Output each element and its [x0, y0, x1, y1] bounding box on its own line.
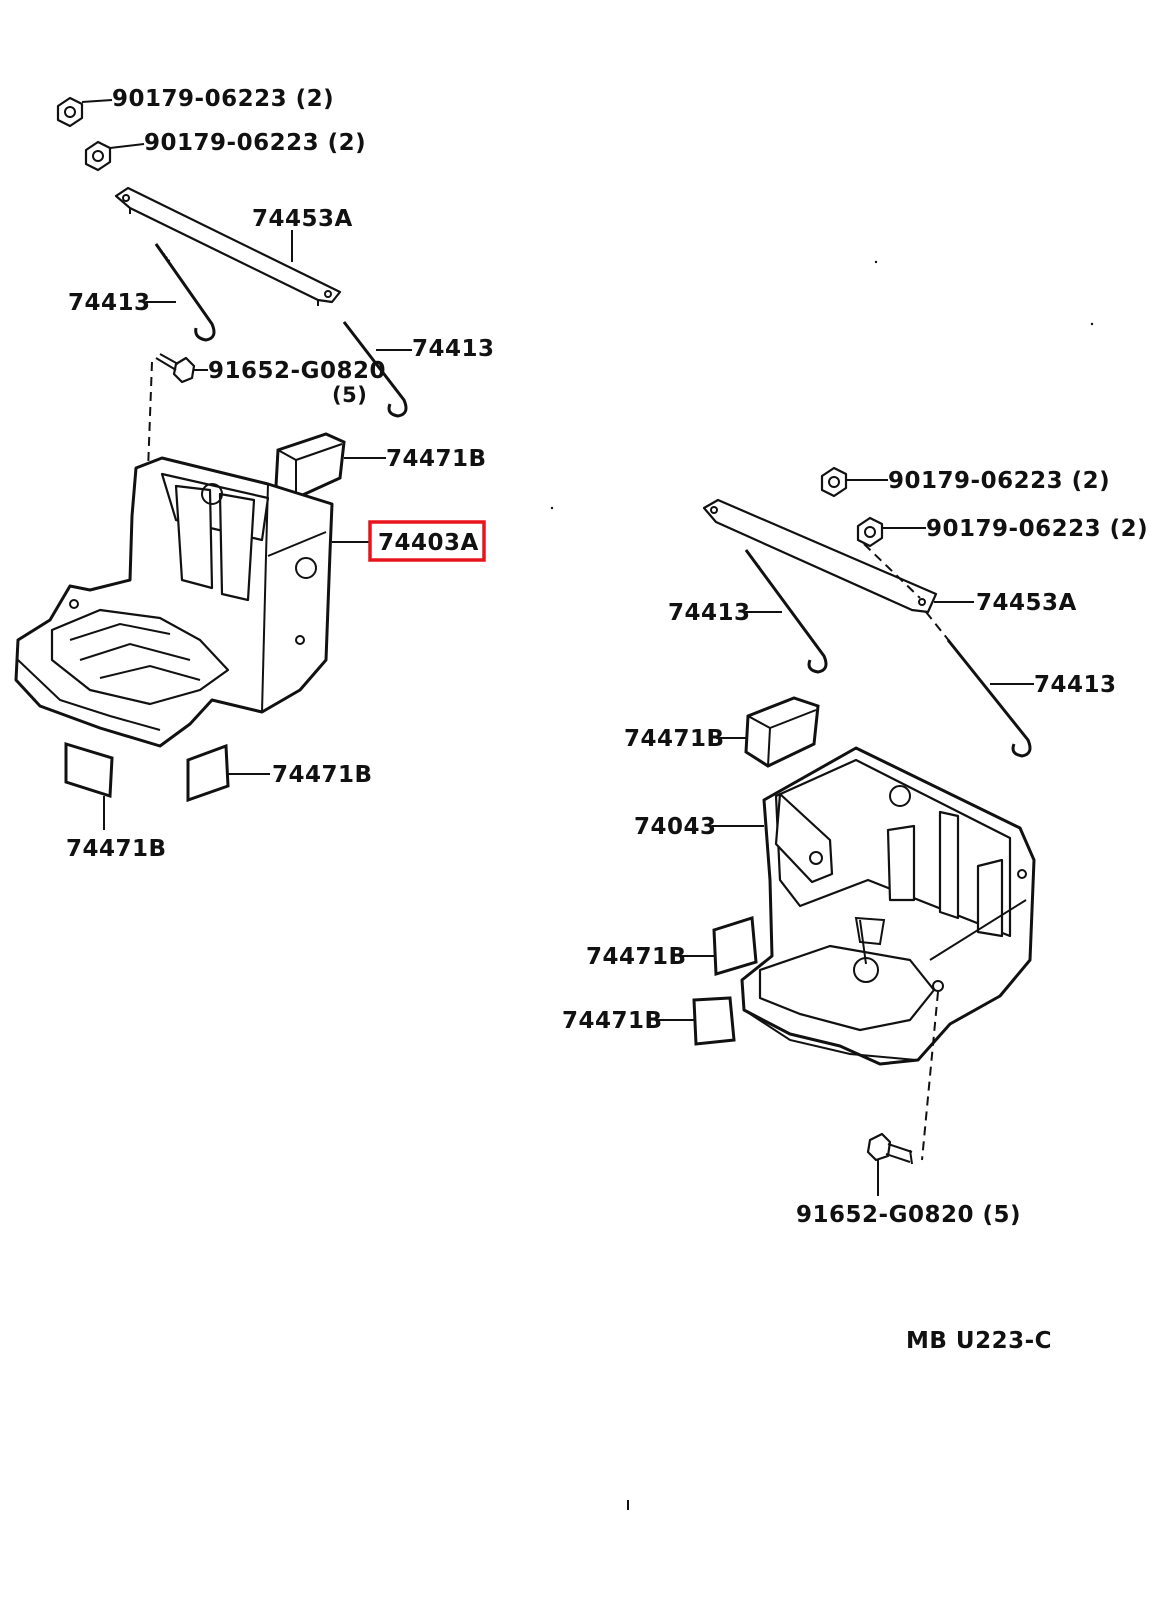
hook-rod-left-b: [342, 321, 408, 418]
battery-clamp-right: [702, 498, 938, 614]
nut-right-2: [856, 516, 884, 548]
battery-clamp-left: [114, 186, 342, 306]
pad-right-mid: [712, 916, 758, 976]
nut-right-1: [820, 466, 848, 498]
label-pad-left-bottom[interactable]: 74471B: [66, 836, 167, 862]
label-rod-left-a[interactable]: 74413: [68, 290, 151, 316]
label-rod-right-a[interactable]: 74413: [668, 600, 751, 626]
label-nut-left-2[interactable]: 90179-06223 (2): [144, 130, 366, 156]
pad-left-right: [186, 743, 230, 803]
nut-top-left-2: [84, 140, 112, 172]
leader-nut-left-2: [109, 143, 145, 149]
battery-tray-left: [14, 456, 334, 748]
hook-rod-right-b: [946, 639, 1032, 758]
label-tray-right[interactable]: 74043: [634, 814, 717, 840]
pad-right-top: [744, 696, 820, 768]
speck: [874, 260, 878, 264]
label-nut-left-1[interactable]: 90179-06223 (2): [112, 86, 334, 112]
hook-rod-right-a: [744, 549, 828, 674]
speck: [1090, 322, 1094, 326]
label-pad-left-right[interactable]: 74471B: [272, 762, 373, 788]
label-pad-right-mid[interactable]: 74471B: [586, 944, 687, 970]
label-nut-right-1[interactable]: 90179-06223 (2): [888, 468, 1110, 494]
pad-left-bottom: [64, 741, 114, 799]
label-clamp-right[interactable]: 74453A: [976, 590, 1077, 616]
label-bolt-left-qty: (5): [332, 383, 367, 407]
leader-nut-left-1: [81, 99, 113, 103]
bolt-right-dash: [921, 991, 939, 1161]
label-pad-right-low[interactable]: 74471B: [562, 1008, 663, 1034]
highlight-box: [368, 520, 486, 562]
battery-tray-right: [740, 746, 1036, 1066]
label-bolt-left[interactable]: 91652-G0820: [208, 358, 386, 384]
label-rod-left-b[interactable]: 74413: [412, 336, 495, 362]
nut-top-left-1: [56, 96, 84, 128]
nut-right-dash: [863, 543, 921, 599]
label-tray-left[interactable]: 74403A: [378, 530, 479, 556]
speck: [550, 506, 554, 510]
label-nut-right-2[interactable]: 90179-06223 (2): [926, 516, 1148, 542]
label-rod-right-b[interactable]: 74413: [1034, 672, 1117, 698]
bolt-left-dash: [147, 361, 153, 471]
hook-rod-left-a: [154, 243, 216, 342]
pad-right-low: [692, 996, 736, 1046]
label-pad-right-top[interactable]: 74471B: [624, 726, 725, 752]
label-clamp-left[interactable]: 74453A: [252, 206, 353, 232]
clamp-right-dash: [925, 611, 951, 643]
drawing-code: MB U223-C: [906, 1328, 1052, 1354]
label-bolt-right[interactable]: 91652-G0820 (5): [796, 1202, 1021, 1228]
bolt-right: [866, 1132, 913, 1165]
label-pad-left-top[interactable]: 74471B: [386, 446, 487, 472]
bolt-left: [155, 353, 196, 384]
